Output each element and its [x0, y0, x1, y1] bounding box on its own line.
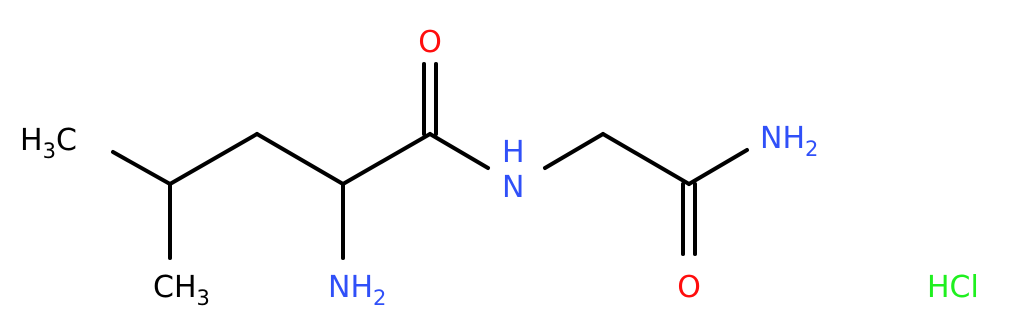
- atom-amine-alpha: NH2: [328, 270, 386, 310]
- bond-carbonyl-nh: [428, 132, 490, 170]
- bond-nh-ch2: [543, 132, 605, 170]
- atom-carbonyl-oxygen-2: O: [677, 270, 701, 305]
- bond-ch2-calpha: [255, 132, 345, 186]
- bond-ch3top-ch: [111, 150, 172, 186]
- bond-ch-ch2: [168, 132, 259, 186]
- bond-ch2-carbonyl2: [601, 132, 691, 186]
- atom-amide-nh: H: [502, 135, 525, 170]
- atom-carbonyl-oxygen-1: O: [418, 25, 442, 60]
- bond-calpha-carbonyl: [341, 132, 432, 186]
- salt-hcl: HCl: [927, 270, 979, 305]
- atom-amide-nh2: NH2: [760, 121, 818, 161]
- atom-methyl-bottom: CH3: [153, 270, 210, 310]
- atom-methyl-top: H3C: [20, 123, 77, 163]
- bond-carbonyl2-nh2: [687, 148, 749, 186]
- bonds: [111, 62, 749, 260]
- atom-labels: H3C CH3 NH2 O H N NH2 O HCl: [20, 25, 979, 310]
- atom-amide-n: N: [502, 170, 524, 205]
